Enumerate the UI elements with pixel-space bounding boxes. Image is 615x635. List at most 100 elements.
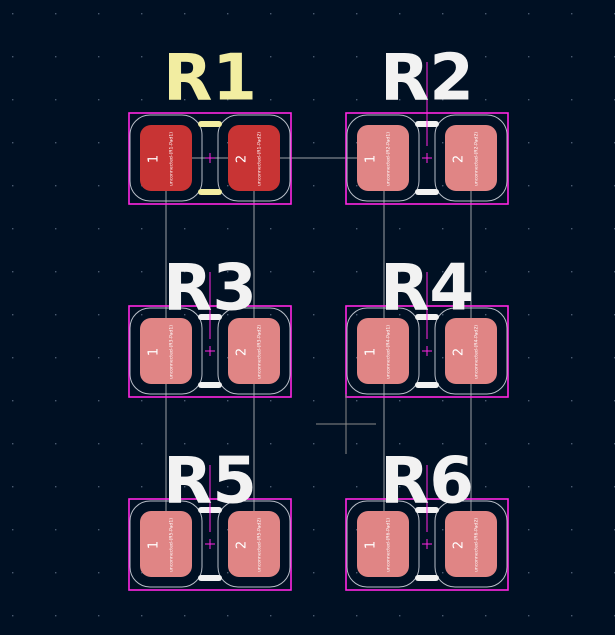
grid-dot	[98, 228, 100, 230]
pad-net-name: unconnected-(R2-Pad2)	[474, 132, 480, 186]
grid-dot	[356, 271, 358, 273]
grid-dot	[442, 228, 444, 230]
grid-dot	[98, 99, 100, 101]
pad-net-name: unconnected-(R6-Pad2)	[474, 518, 480, 572]
grid-dot	[12, 56, 14, 58]
reference-label[interactable]: R3	[163, 252, 257, 326]
grid-dot	[227, 13, 229, 15]
pad-2[interactable]	[445, 318, 497, 384]
grid-dot	[98, 185, 100, 187]
reference-label[interactable]: R2	[380, 42, 474, 116]
grid-dot	[12, 314, 14, 316]
pad-number: 2	[452, 348, 467, 356]
grid-dot	[485, 443, 487, 445]
grid-dot	[571, 13, 573, 15]
pad-clearance-outline	[217, 114, 291, 202]
grid-dot	[313, 314, 315, 316]
grid-dot	[55, 314, 57, 316]
pad-2[interactable]	[445, 125, 497, 191]
pad-1[interactable]	[357, 125, 409, 191]
grid-dot	[399, 443, 401, 445]
grid-dot	[98, 56, 100, 58]
grid-dot	[571, 314, 573, 316]
grid-dot	[227, 228, 229, 230]
grid-dot	[485, 228, 487, 230]
reference-label[interactable]: R5	[163, 445, 257, 519]
pad-1[interactable]	[140, 318, 192, 384]
grid-dot	[98, 357, 100, 359]
grid-dot	[528, 142, 530, 144]
grid-dot	[12, 185, 14, 187]
grid-dot	[12, 228, 14, 230]
grid-dot	[55, 529, 57, 531]
grid-dot	[528, 99, 530, 101]
grid-dot	[270, 56, 272, 58]
grid-dot	[55, 228, 57, 230]
grid-dot	[571, 99, 573, 101]
reference-label[interactable]: R6	[380, 445, 474, 519]
grid-dot	[399, 13, 401, 15]
grid-dot	[98, 142, 100, 144]
grid-dot	[141, 615, 143, 617]
courtyard-outline	[128, 112, 292, 205]
grid-dot	[442, 357, 444, 359]
pad-2[interactable]	[445, 511, 497, 577]
grid-dot	[528, 615, 530, 617]
grid-dot	[528, 529, 530, 531]
grid-dot	[399, 486, 401, 488]
reference-label[interactable]: R4	[380, 252, 474, 326]
pad-net-name: unconnected-(R3-Pad2)	[257, 325, 263, 379]
grid-dot	[356, 400, 358, 402]
grid-dot	[98, 529, 100, 531]
grid-dot	[485, 486, 487, 488]
grid-dot	[399, 228, 401, 230]
grid-dot	[571, 400, 573, 402]
pad-1[interactable]	[140, 125, 192, 191]
crosshair-cursor	[316, 394, 376, 454]
grid-dot	[98, 314, 100, 316]
grid-dot	[442, 486, 444, 488]
grid-dot	[184, 400, 186, 402]
pad-1[interactable]	[357, 511, 409, 577]
pad-net-name: unconnected-(R4-Pad1)	[386, 325, 392, 379]
grid-dot	[528, 486, 530, 488]
grid-dot	[227, 56, 229, 58]
grid-dot	[55, 185, 57, 187]
grid-dot	[12, 572, 14, 574]
grid-dot	[227, 357, 229, 359]
grid-dot	[356, 99, 358, 101]
grid-dot	[356, 572, 358, 574]
grid-dot	[270, 99, 272, 101]
pad-2[interactable]	[228, 511, 280, 577]
grid-dot	[571, 228, 573, 230]
grid-dot	[12, 486, 14, 488]
grid-dot	[485, 13, 487, 15]
grid-dot	[528, 400, 530, 402]
grid-dot	[356, 357, 358, 359]
pad-2[interactable]	[228, 318, 280, 384]
grid-dot	[141, 271, 143, 273]
grid-dot	[55, 443, 57, 445]
grid-dot	[227, 314, 229, 316]
pad-1[interactable]	[357, 318, 409, 384]
reference-label[interactable]: R1	[163, 42, 257, 116]
grid-dot	[227, 443, 229, 445]
pad-net-name: unconnected-(R3-Pad1)	[169, 325, 175, 379]
pad-number: 1	[147, 155, 162, 163]
grid-dot	[98, 13, 100, 15]
silkscreen-mark	[415, 575, 439, 581]
pad-clearance-outline	[129, 500, 203, 588]
grid-dot	[98, 443, 100, 445]
pad-number: 1	[364, 155, 379, 163]
pad-1[interactable]	[140, 511, 192, 577]
grid-dot	[485, 99, 487, 101]
grid-dot	[227, 99, 229, 101]
pad-2[interactable]	[228, 125, 280, 191]
